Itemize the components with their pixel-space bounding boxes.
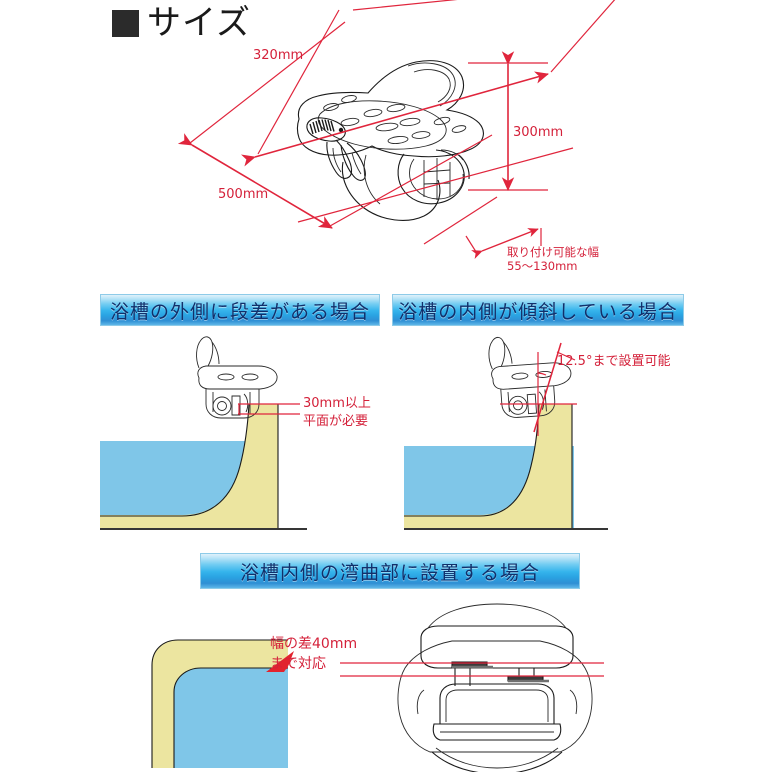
dimension-mount-width [465,228,542,260]
annotation-outer-step-line1: 30mm以上 [303,396,371,411]
tub-wall-right [404,404,572,528]
page-title: サイズ [112,6,251,40]
dimension-construction-lines [297,0,574,245]
page-title-text: サイズ [147,3,251,43]
dimension-300mm [468,51,548,191]
panel-header-inner-curve: 浴槽内側の湾曲部に設置する場合 [200,553,580,589]
panel-header-outer-step: 浴槽の外側に段差がある場合 [100,294,380,326]
tub-wall-left [100,404,278,528]
water-top-view [174,668,288,768]
product-side-view-right [488,336,572,418]
annotation-inner-curve-line2: まで対応 [270,656,326,672]
title-square-bullet-icon [112,9,139,37]
annotation-outer-step-line2: 平面が必要 [303,414,369,429]
mount-width-note-line1: 取り付け可能な幅 [507,245,599,259]
dimension-500mm [177,21,493,229]
annotation-leader-left [238,403,300,415]
annotation-inner-curve-line1: 幅の差40mm [270,636,358,652]
product-side-view-left [196,336,278,419]
dimension-label-320mm: 320mm [253,48,304,63]
mount-width-note-line2: 55〜130mm [507,259,578,273]
annotation-angle-right [500,342,577,436]
dimension-label-500mm: 500mm [218,187,269,202]
product-front-section [397,603,593,772]
annotation-leader-bottom [340,662,604,677]
panel-header-outer-step-text: 浴槽の外側に段差がある場合 [109,300,370,323]
panel-header-inner-slope: 浴槽の内側が傾斜している場合 [392,294,684,326]
dimension-label-300mm: 300mm [513,125,564,140]
panel-header-inner-curve-text: 浴槽内側の湾曲部に設置する場合 [239,561,540,584]
panel-header-inner-slope-text: 浴槽の内側が傾斜している場合 [398,300,678,323]
annotation-inner-slope-text: 12.5°まで設置可能 [557,354,671,369]
